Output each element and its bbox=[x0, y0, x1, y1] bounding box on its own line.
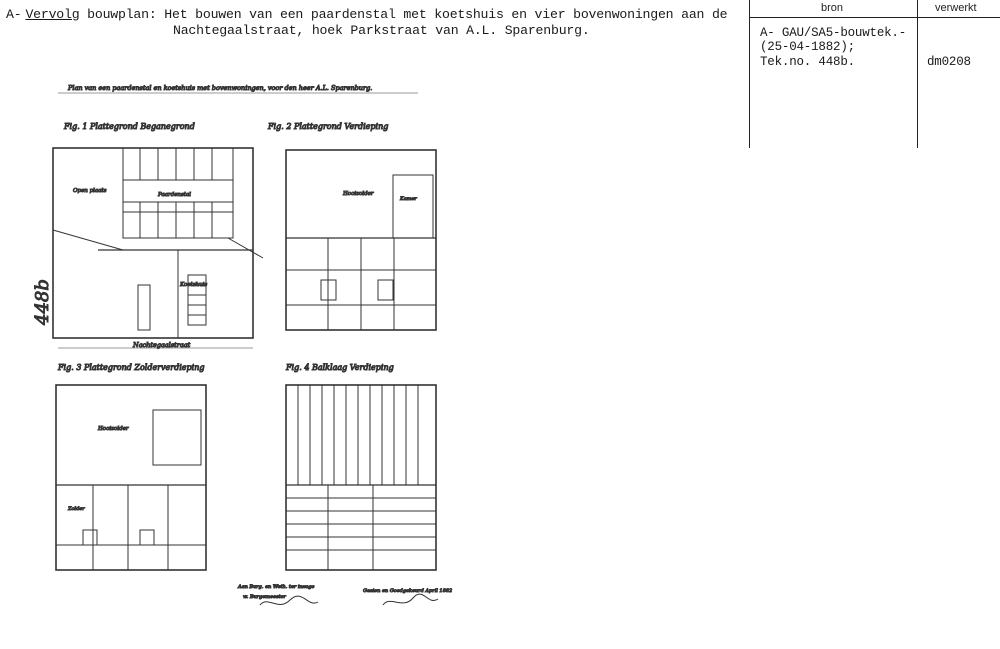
verwerkt-header: verwerkt bbox=[935, 2, 977, 14]
source-table: bron verwerkt A- GAU/SA5-bouwtek.- (25-0… bbox=[749, 0, 1000, 148]
fig3-zolder: Zolder bbox=[67, 506, 85, 512]
signature-left-1: Aan Burg. en Weth. ter inzage bbox=[237, 584, 315, 590]
fig1-koetshuis-label: Koetshuis bbox=[179, 282, 207, 288]
plan-title: Plan van een paardenstal en koetshuis me… bbox=[67, 84, 372, 92]
caption-prefix: A- bbox=[6, 7, 22, 22]
floor-plan-svg: Plan van een paardenstal en koetshuis me… bbox=[32, 84, 453, 606]
drawing-number: 448b bbox=[32, 279, 53, 326]
bron-line-2: (25-04-1882); bbox=[760, 40, 855, 54]
fig2-upper-floor: Hooizolder Kamer bbox=[285, 149, 437, 331]
signature-right: Gezien en Goedgekeurd April 1882 bbox=[363, 588, 452, 594]
fig1-title: Fig. 1 Plattegrond Beganegrond bbox=[63, 122, 195, 131]
table-column-divider bbox=[917, 0, 918, 148]
fig4-title: Fig. 4 Balklaag Verdieping bbox=[285, 363, 394, 372]
table-left-border bbox=[749, 0, 750, 148]
bron-line-1: A- GAU/SA5-bouwtek.- bbox=[760, 26, 907, 40]
signature-scribble-left bbox=[259, 595, 319, 606]
bron-line-3: Tek.no. 448b. bbox=[760, 55, 855, 69]
fig3-hooizolder: Hooizolder bbox=[97, 426, 129, 432]
bron-header: bron bbox=[821, 2, 844, 14]
fig4-joist-plan bbox=[285, 384, 437, 571]
caption-line2: Nachtegaalstraat, hoek Parkstraat van A.… bbox=[173, 23, 590, 38]
fig1-ground-floor: Nachtegaalstraat Open plaats Paardenstal… bbox=[52, 147, 264, 350]
caption-line1: bouwplan: Het bouwen van een paardenstal… bbox=[79, 7, 728, 22]
fig3-attic-floor: Hooizolder Zolder bbox=[55, 384, 207, 571]
fig2-title: Fig. 2 Plattegrond Verdieping bbox=[267, 122, 388, 131]
fig3-title: Fig. 3 Plattegrond Zolderverdieping bbox=[57, 363, 204, 372]
fig1-open-plaats: Open plaats bbox=[73, 188, 107, 194]
fig2-hooizolder: Hooizolder bbox=[342, 191, 374, 197]
signature-left-2: w. Burgemeester bbox=[243, 594, 287, 600]
signature-scribble-right bbox=[382, 593, 439, 606]
fig1-street-label: Nachtegaalstraat bbox=[132, 341, 191, 349]
fig2-kamer: Kamer bbox=[399, 196, 417, 202]
caption-vervolg: Vervolg bbox=[25, 7, 80, 22]
floor-plan-drawing: Plan van een paardenstal en koetshuis me… bbox=[28, 80, 458, 620]
table-header-divider bbox=[749, 17, 1000, 18]
verwerkt-value: dm0208 bbox=[927, 55, 971, 69]
document-caption: A-Vervolg bouwplan: Het bouwen van een p… bbox=[6, 7, 746, 39]
fig1-stal-label: Paardenstal bbox=[157, 192, 191, 198]
